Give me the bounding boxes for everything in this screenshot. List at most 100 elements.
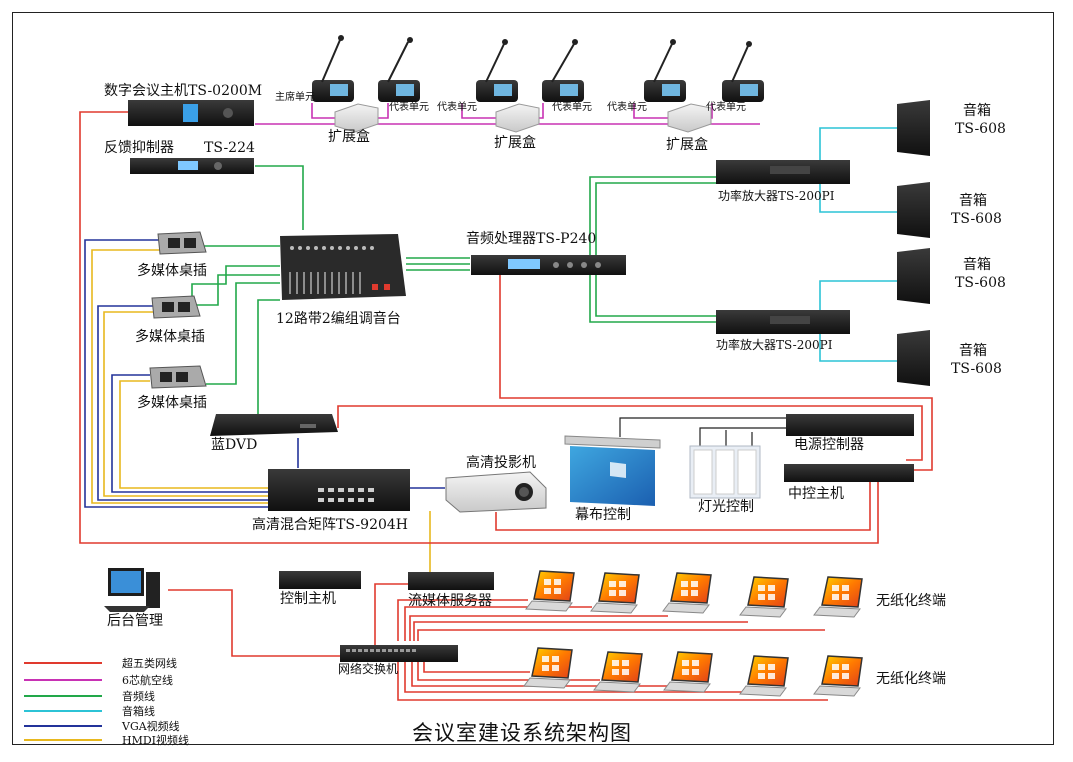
delegate-unit-label: 代表单元 (706, 102, 746, 113)
desk-socket (157, 231, 207, 255)
dvd-player (210, 414, 338, 436)
speaker-label: 音箱 (963, 257, 991, 273)
amp-label: 功率放大器TS-200PI (718, 189, 835, 203)
legend-swatch (24, 725, 102, 727)
dvd-label: 蓝DVD (211, 437, 258, 453)
speaker-label: 音箱 (959, 193, 987, 209)
projection-screen (564, 435, 661, 506)
delegate-unit (722, 41, 764, 102)
conference-host (128, 100, 254, 126)
legend-swatch (24, 739, 102, 741)
paperless-terminal (739, 576, 789, 618)
chair-unit-label: 主席单元 (275, 92, 315, 103)
terminals (523, 570, 863, 697)
speaker-label: 音箱 (959, 343, 987, 359)
chair-unit (312, 35, 354, 102)
speaker-model: TS-608 (955, 275, 1006, 291)
central-control-host (784, 464, 914, 482)
legend-swatch (24, 710, 102, 712)
amp-label: 功率放大器TS-200PI (716, 338, 833, 352)
audio-cable (183, 165, 716, 420)
processor-label: 音频处理器TS-P240 (466, 231, 597, 247)
speaker (897, 248, 930, 304)
speaker-model: TS-608 (951, 211, 1002, 227)
switch-label: 网络交换机 (338, 662, 399, 676)
mixer-console (280, 234, 406, 300)
power-amplifier (716, 160, 850, 184)
cat5-cable (79, 111, 933, 701)
control-host-label: 控制主机 (280, 591, 336, 607)
delegate-unit-label: 代表单元 (552, 102, 592, 113)
control-host (279, 571, 361, 589)
media-server-label: 流媒体服务器 (408, 593, 492, 609)
speaker-cable (819, 127, 897, 362)
expansion-box (667, 103, 712, 133)
speaker-model: TS-608 (951, 361, 1002, 377)
paperless-label: 无纸化终端 (876, 593, 946, 609)
speaker-label: 音箱 (963, 103, 991, 119)
expansion-box-label: 扩展盒 (328, 129, 370, 145)
projector (445, 471, 547, 513)
projector-label: 高清投影机 (466, 455, 536, 471)
paperless-terminal (590, 572, 640, 614)
diagram-frame (12, 12, 1054, 745)
speaker (897, 182, 930, 238)
expansion-box-label: 扩展盒 (666, 137, 708, 153)
delegate-unit (542, 39, 584, 102)
legend-label: 超五类网线 (122, 657, 177, 670)
legend-swatch (24, 662, 102, 664)
media-server (408, 572, 494, 590)
control-wire (619, 417, 786, 446)
delegate-unit (644, 39, 686, 102)
legend-label: VGA视频线 (122, 720, 180, 733)
paperless-terminal (525, 570, 575, 612)
delegate-unit-label: 代表单元 (437, 102, 477, 113)
mixer-label: 12路带2编组调音台 (276, 311, 401, 327)
speaker-model: TS-608 (955, 121, 1006, 137)
power-amplifier (716, 310, 850, 334)
legend-label: 音箱线 (122, 705, 155, 718)
vga-cable (84, 239, 445, 508)
desk-socket-label: 多媒体桌插 (135, 329, 205, 345)
central-control-label: 中控主机 (788, 486, 844, 502)
light-control-label: 灯光控制 (698, 499, 754, 515)
desk-socket (151, 295, 201, 319)
paperless-terminal (813, 576, 863, 618)
diagram-title: 会议室建设系统架构图 (412, 721, 632, 745)
delegate-unit (378, 37, 420, 102)
legend-swatch (24, 679, 102, 681)
delegate-unit-label: 代表单元 (607, 102, 647, 113)
paperless-terminal (813, 655, 863, 697)
desk-socket-label: 多媒体桌插 (137, 395, 207, 411)
legend-swatch (24, 695, 102, 697)
expansion-box (334, 103, 379, 133)
feedback-model: TS-224 (204, 140, 255, 156)
desk-socket (149, 365, 207, 389)
expansion-box-label: 扩展盒 (494, 135, 536, 151)
feedback-suppressor (130, 158, 254, 174)
video-matrix (268, 469, 410, 511)
screen-control-label: 幕布控制 (575, 507, 631, 523)
paperless-terminal (663, 651, 713, 693)
paperless-label: 无纸化终端 (876, 671, 946, 687)
paperless-terminal (662, 572, 712, 614)
audio-processor (471, 255, 626, 275)
speaker (897, 100, 930, 156)
matrix-label: 高清混合矩阵TS-9204H (252, 517, 409, 533)
expansion-box (495, 103, 540, 133)
speaker (897, 330, 930, 386)
feedback-label: 反馈抑制器 (104, 140, 174, 156)
power-controller-label: 电源控制器 (794, 437, 864, 453)
power-controller (786, 414, 914, 436)
network-switch (340, 645, 458, 662)
light-panel (689, 445, 761, 499)
paperless-terminal (523, 647, 573, 689)
hdmi-cable (91, 249, 431, 573)
delegate-unit (476, 39, 518, 102)
backend-pc (104, 568, 160, 612)
delegate-unit-label: 代表单元 (389, 102, 429, 113)
desk-socket-label: 多媒体桌插 (137, 263, 207, 279)
legend-label: 音频线 (122, 690, 155, 703)
paperless-terminal (593, 651, 643, 693)
